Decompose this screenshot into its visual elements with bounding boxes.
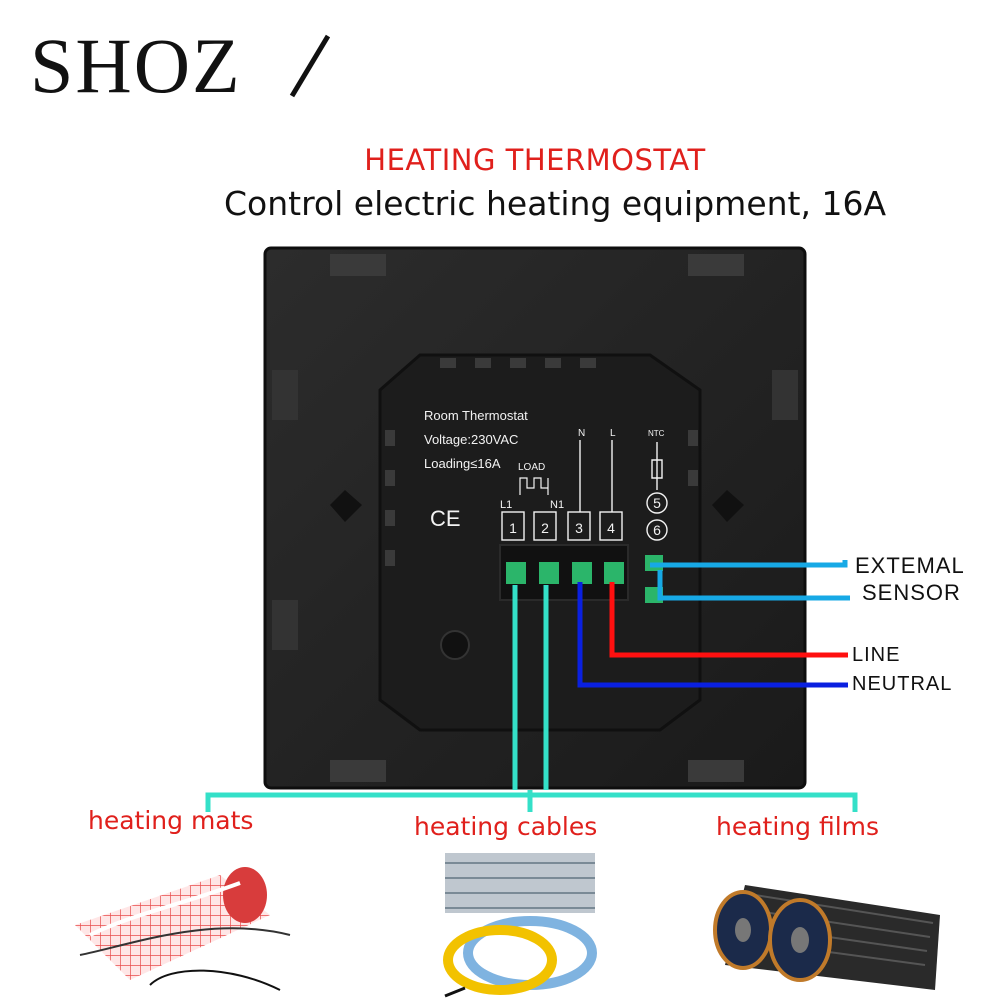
sensor-wire-2 (657, 570, 850, 601)
terminal-ntc-label: NTC (648, 429, 665, 438)
mount-hole-left (330, 490, 362, 522)
logo-slash-icon (289, 34, 330, 98)
terminal-box-3 (567, 511, 591, 541)
category-label-cables: heating cables (414, 812, 598, 841)
terminal-l1-label: L1 (500, 499, 512, 511)
external-sensor-label-2: SENSOR (862, 580, 961, 605)
housing-vents (385, 358, 698, 566)
terminal-number-2: 2 (541, 520, 549, 536)
clip-top-right (688, 254, 744, 276)
heating-film-icon (713, 885, 940, 990)
heating-mat-icon (75, 867, 291, 991)
brand-logo-text: SHOZ (30, 22, 242, 108)
terminal-number-4: 4 (607, 520, 615, 536)
sensor-wire-1 (650, 560, 848, 568)
page-subtitle: Control electric heating equipment, 16A (223, 184, 887, 223)
terminal-l-label: L (610, 428, 616, 439)
reset-hole (440, 630, 470, 660)
mount-hole-right (712, 490, 744, 522)
terminal-n1-label: N1 (550, 499, 564, 511)
external-sensor-label-1: EXTEMAL (855, 553, 965, 578)
heating-cable-icon (443, 853, 597, 998)
category-label-mats: heating mats (88, 806, 254, 835)
ntc-symbol-icon (651, 442, 663, 490)
terminal-number-1: 1 (509, 520, 517, 536)
terminal-n-label: N (578, 428, 585, 439)
brand-logo: SHOZ (30, 22, 330, 108)
clip-top-left (330, 254, 386, 276)
side-notch-left-bottom (272, 600, 298, 650)
clip-bottom-right (688, 760, 744, 782)
terminal-screw-3 (572, 562, 592, 584)
terminal-box-4 (599, 511, 623, 541)
terminal-number-6: 6 (653, 522, 661, 538)
terminal-screw-2 (539, 562, 559, 584)
plate-loading: Loading≤16A (424, 456, 501, 471)
load-label: LOAD (518, 462, 545, 473)
terminal-circle-5 (646, 492, 668, 514)
terminal-number-3: 3 (575, 520, 583, 536)
terminal-number-5: 5 (653, 495, 661, 511)
terminal-screw-4 (604, 562, 624, 584)
line-wire (609, 582, 848, 658)
page-title: HEATING THERMOSTAT (364, 143, 706, 177)
side-notch-left-top (272, 370, 298, 420)
side-notch-right-top (772, 370, 798, 420)
neutral-wire (577, 582, 848, 688)
plate-voltage: Voltage:230VAC (424, 432, 518, 447)
terminal-box-2 (533, 511, 557, 541)
neutral-label: NEUTRAL (852, 673, 953, 695)
line-label: LINE (852, 644, 901, 666)
clip-bottom-left (330, 760, 386, 782)
terminal-circle-6 (646, 519, 668, 541)
ce-mark: CE (430, 506, 461, 531)
load-symbol-icon (519, 477, 549, 495)
terminal-box-1 (501, 511, 525, 541)
category-label-films: heating films (716, 812, 880, 841)
plate-name: Room Thermostat (424, 408, 528, 423)
terminal-screw-1 (506, 562, 526, 584)
